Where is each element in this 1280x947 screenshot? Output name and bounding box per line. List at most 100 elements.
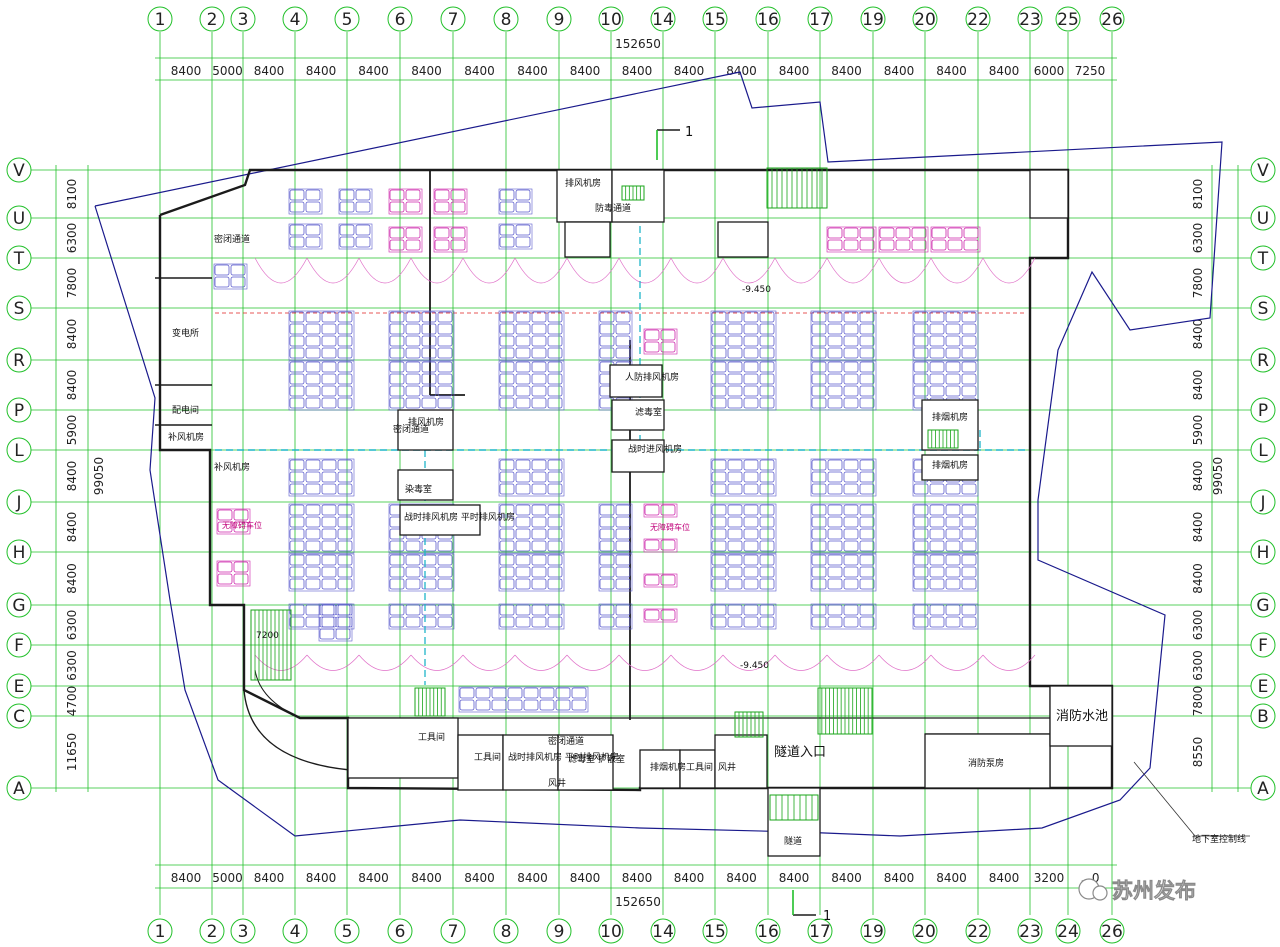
parking-stall	[727, 347, 743, 359]
parking-stall	[759, 554, 775, 566]
parking-stall	[531, 323, 547, 335]
right-dimension: 6300	[1191, 223, 1205, 254]
parking-stall	[355, 189, 371, 201]
parking-stall	[929, 528, 945, 540]
parking-stall	[913, 566, 929, 578]
parking-stall	[499, 224, 515, 236]
parking-stall	[615, 504, 631, 516]
room-box-airlock-2	[557, 734, 614, 791]
parking-stall	[859, 516, 875, 528]
parking-stall	[599, 347, 615, 359]
room-airlock-2: 密闭通道	[548, 735, 584, 747]
parking-stall	[337, 459, 353, 471]
grid-bubble-top-17	[807, 6, 833, 32]
total-height-left: 99050	[92, 457, 106, 495]
top-dimension: 8400	[831, 64, 862, 78]
parking-stall	[711, 311, 727, 323]
parking-stall	[759, 361, 775, 373]
parking-stall	[499, 361, 515, 373]
parking-stall	[727, 483, 743, 495]
grid-bubble-right-G	[1250, 592, 1276, 618]
top-dimension: 8400	[884, 64, 915, 78]
parking-stall	[405, 347, 421, 359]
parking-stall	[711, 397, 727, 409]
grid-bubble-left-label: E	[14, 677, 25, 697]
grid-bubble-top-26	[1099, 6, 1125, 32]
grid-bubble-right-A	[1250, 775, 1276, 801]
grid-bubble-bottom-label: 15	[704, 922, 726, 942]
room-wartime-exhaust: 战时排风机房 平时排风机房	[508, 751, 619, 763]
drive-lane-arc	[930, 654, 984, 671]
parking-stall	[515, 471, 531, 483]
parking-stall	[434, 227, 450, 239]
accessible-parking-label-1: 无障碍车位	[222, 520, 262, 530]
grid-bubble-top-label: 19	[862, 10, 884, 30]
bottom-dimension: 8400	[884, 871, 915, 885]
parking-block	[288, 223, 323, 250]
parking-stall	[599, 616, 615, 628]
parking-block	[912, 310, 979, 361]
parking-stall	[961, 616, 977, 628]
parking-block	[598, 503, 633, 554]
parking-stall	[843, 459, 859, 471]
grid-bubble-bottom-10	[598, 918, 624, 944]
room-distribution: 配电间	[172, 404, 199, 416]
parking-stall	[337, 578, 353, 590]
parking-stall	[571, 699, 587, 711]
total-height-right: 99050	[1211, 457, 1225, 495]
stair-box	[734, 711, 764, 738]
parking-stall	[711, 459, 727, 471]
parking-stall	[945, 483, 961, 495]
left-dimension: 4700	[65, 686, 79, 717]
room-box-fire-water	[1049, 685, 1113, 747]
parking-stall	[827, 385, 843, 397]
parking-stall	[437, 323, 453, 335]
parking-stall	[450, 239, 466, 251]
parking-stall	[499, 604, 515, 616]
parking-stall	[355, 201, 371, 213]
parking-stall	[727, 397, 743, 409]
parking-stall	[644, 609, 660, 621]
parking-stall	[811, 347, 827, 359]
bottom-dimension: 8400	[622, 871, 653, 885]
parking-stall	[217, 561, 233, 573]
parking-block	[216, 508, 251, 535]
parking-stall	[859, 578, 875, 590]
grid-bubble-right-label: R	[1257, 351, 1269, 371]
parking-stall	[843, 397, 859, 409]
parking-stall	[743, 504, 759, 516]
parking-stall	[961, 604, 977, 616]
grid-bubble-left-G	[6, 592, 32, 618]
parking-block	[643, 573, 678, 588]
grid-bubble-right-label: U	[1257, 209, 1269, 229]
grid-bubble-bottom-label: 17	[809, 922, 831, 942]
accessible-parking-label-2: 无障碍车位	[650, 522, 690, 532]
parking-stall	[727, 604, 743, 616]
parking-stall	[743, 373, 759, 385]
parking-stall	[827, 554, 843, 566]
grid-bubble-bottom-22	[965, 918, 991, 944]
parking-block	[288, 310, 355, 361]
grid-bubble-left-U	[6, 205, 32, 231]
parking-stall	[437, 311, 453, 323]
left-dimension: 11650	[65, 733, 79, 771]
grid-bubble-top-label: 16	[757, 10, 779, 30]
parking-stall	[515, 604, 531, 616]
room-box-smoke-2	[921, 454, 979, 481]
parking-stall	[644, 504, 660, 516]
parking-stall	[961, 540, 977, 552]
parking-stall	[437, 554, 453, 566]
parking-stall	[963, 239, 979, 251]
parking-stall	[811, 578, 827, 590]
drive-lane-arc	[254, 654, 308, 671]
parking-stall	[421, 566, 437, 578]
right-dimension: 8400	[1191, 370, 1205, 401]
parking-stall	[660, 504, 676, 516]
parking-stall	[929, 311, 945, 323]
grid-bubble-right-label: S	[1258, 299, 1269, 319]
drive-lane-arc	[410, 654, 464, 671]
parking-stall	[759, 459, 775, 471]
parking-stall	[759, 604, 775, 616]
parking-block	[643, 538, 678, 553]
parking-stall	[727, 471, 743, 483]
